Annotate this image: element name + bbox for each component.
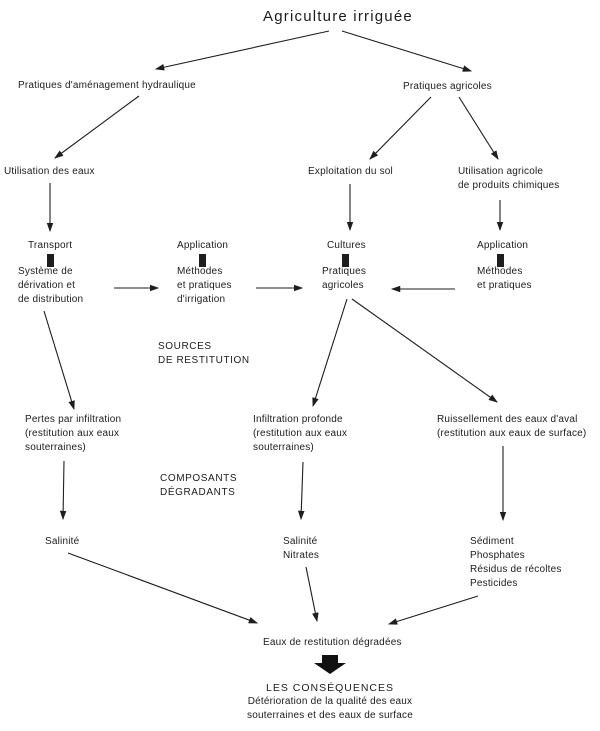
- section-label-sources-de-restitution: SOURCES DE RESTITUTION: [158, 341, 250, 366]
- consequences-title: LES CONSÉQUENCES: [265, 682, 395, 694]
- arrow-pratiques-to-exploitation-sol: [369, 96, 432, 160]
- big-down-arrow-icon: [314, 655, 346, 674]
- link-bar-cultures: [342, 254, 349, 267]
- node-application-droite: Application: [477, 240, 529, 251]
- arrow-title-to-pratiques-agricoles: [341, 30, 473, 72]
- node-eaux-restitution-degradees: Eaux de restitution dégradées: [263, 637, 402, 648]
- node-systeme-derivation-distribution: Système de dérivation et de distribution: [18, 266, 84, 305]
- arrow-pesticides-to-eaux-restitution: [387, 595, 479, 625]
- arrow-systeme-to-pertes-infiltration: [43, 310, 75, 411]
- arrow-amenagement-to-utilisation-eaux: [54, 95, 140, 159]
- node-application-gauche: Application: [177, 240, 229, 251]
- diagram-title: Agriculture irriguée: [263, 8, 413, 25]
- arrow-pratiques-centre-to-infiltration: [312, 298, 348, 408]
- arrow-infiltration-to-salinite-nitrates: [297, 461, 305, 521]
- arrow-title-to-amenagement: [154, 30, 330, 71]
- node-ruissellement-eaux-aval: Ruissellement des eaux d'aval (restituti…: [437, 414, 587, 439]
- node-transport: Transport: [28, 240, 73, 251]
- node-methodes-pratiques-irrigation: Méthodes et pratiques d'irrigation: [177, 266, 232, 305]
- consequences-description: Détérioration de la qualité des eaux sou…: [247, 696, 413, 721]
- node-pratiques-agricoles-centre: Pratiques agricoles: [322, 266, 367, 291]
- node-utilisation-agricole-produits-chimiques: Utilisation agricole de produits chimiqu…: [458, 166, 560, 191]
- link-bar-application-droite: [497, 254, 504, 267]
- node-utilisation-des-eaux: Utilisation des eaux: [4, 166, 95, 177]
- arrow-nitrates-to-eaux-restitution: [305, 566, 319, 623]
- link-bar-application-gauche: [199, 254, 206, 267]
- node-pratiques-amenagement-hydraulique: Pratiques d'aménagement hydraulique: [18, 80, 196, 91]
- section-label-composants-degradants: COMPOSANTS DÉGRADANTS: [160, 473, 238, 498]
- node-pratiques-agricoles-haut: Pratiques agricoles: [403, 81, 492, 92]
- node-exploitation-du-sol: Exploitation du sol: [308, 166, 393, 177]
- node-salinite: Salinité: [45, 536, 80, 547]
- arrow-pratiques-to-utilisation-agricole: [458, 96, 499, 160]
- node-infiltration-profonde: Infiltration profonde (restitution aux e…: [253, 414, 348, 453]
- arrow-pertes-to-salinite: [59, 460, 67, 521]
- arrow-salinite-to-eaux-restitution: [67, 552, 259, 624]
- node-methodes-et-pratiques: Méthodes et pratiques: [477, 266, 532, 291]
- arrow-pratiques-centre-to-ruissellement: [351, 298, 498, 403]
- link-bar-transport: [47, 254, 54, 267]
- node-sediments-phosphates-residus-pesticides: Sédiment Phosphates Résidus de récoltes …: [470, 536, 562, 589]
- node-salinite-nitrates: Salinité Nitrates: [283, 536, 320, 561]
- node-pertes-par-infiltration: Pertes par infiltration (restitution aux…: [25, 414, 122, 453]
- node-cultures: Cultures: [327, 240, 366, 251]
